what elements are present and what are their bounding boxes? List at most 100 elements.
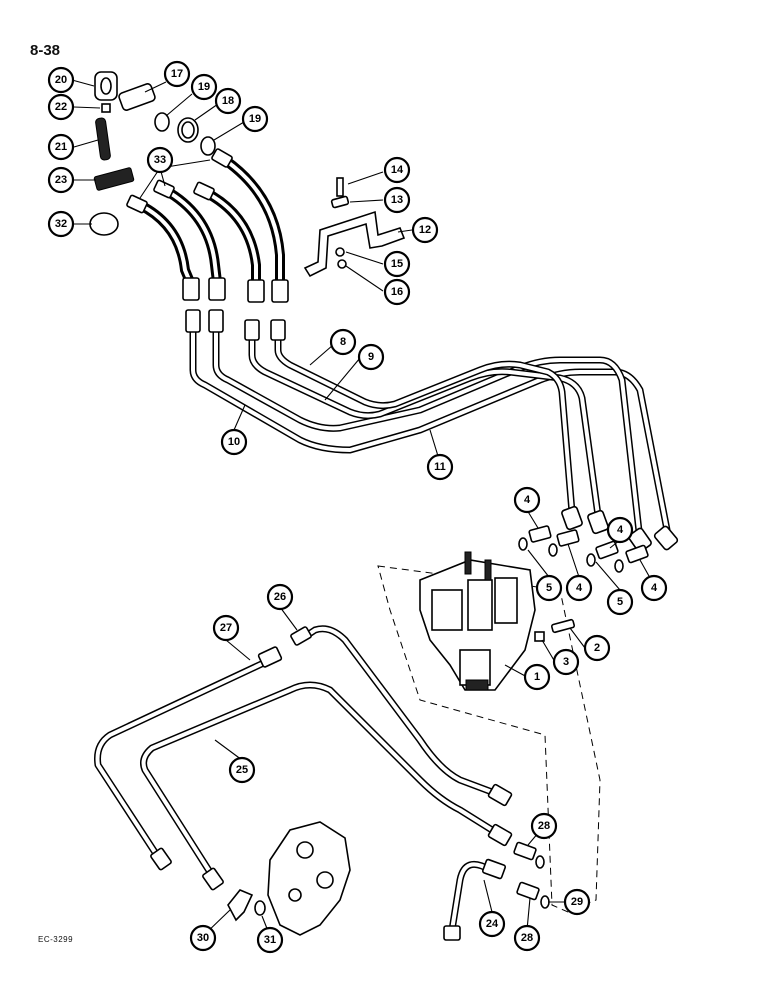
- svg-text:28: 28: [521, 932, 533, 944]
- pump-housing: [227, 821, 351, 936]
- svg-text:14: 14: [391, 164, 404, 176]
- valve-mounting-outline: [377, 565, 601, 913]
- svg-text:15: 15: [391, 258, 403, 270]
- callout-28a: 28: [530, 812, 558, 840]
- svg-text:21: 21: [55, 141, 67, 153]
- svg-text:30: 30: [197, 932, 209, 944]
- ring-31: [254, 900, 266, 916]
- callout-5b: 5: [606, 588, 634, 616]
- svg-text:16: 16: [391, 286, 403, 298]
- callout-32: 32: [47, 210, 75, 238]
- callout-31: 31: [256, 926, 284, 954]
- callout-13: 13: [383, 186, 411, 214]
- nut-16: [337, 259, 347, 269]
- callout-26: 26: [266, 583, 294, 611]
- callout-10: 10: [220, 428, 248, 456]
- svg-text:3: 3: [563, 656, 569, 668]
- callout-3: 3: [552, 648, 580, 676]
- callout-11: 11: [426, 453, 454, 481]
- svg-text:1: 1: [534, 671, 540, 683]
- svg-text:4: 4: [576, 582, 583, 594]
- callout-12: 12: [411, 216, 439, 244]
- callout-22: 22: [47, 93, 75, 121]
- fitting-26: [290, 626, 312, 646]
- callout-4d: 4: [640, 574, 668, 602]
- callout-18: 18: [214, 87, 242, 115]
- callout-27: 27: [212, 614, 240, 642]
- svg-text:26: 26: [274, 591, 286, 603]
- elbow-30: [227, 889, 254, 922]
- valve-fittings: [518, 525, 649, 642]
- callout-25: 25: [228, 756, 256, 784]
- clamp-13: [330, 195, 350, 209]
- svg-text:19: 19: [198, 81, 210, 93]
- cap-32: [89, 212, 119, 236]
- callout-29: 29: [563, 888, 591, 916]
- svg-text:31: 31: [264, 934, 276, 946]
- svg-text:18: 18: [222, 95, 234, 107]
- callout-4c: 4: [606, 516, 634, 544]
- callout-21: 21: [47, 133, 75, 161]
- svg-text:13: 13: [391, 194, 403, 206]
- nut-3: [534, 631, 545, 642]
- callout-4a: 4: [513, 486, 541, 514]
- callout-23: 23: [47, 166, 75, 194]
- svg-text:20: 20: [55, 74, 67, 86]
- svg-text:19: 19: [249, 113, 261, 125]
- svg-text:29: 29: [571, 896, 583, 908]
- svg-text:33: 33: [154, 154, 166, 166]
- callout-30: 30: [189, 924, 217, 952]
- callout-20: 20: [47, 66, 75, 94]
- svg-text:11: 11: [434, 461, 446, 473]
- svg-text:27: 27: [220, 622, 232, 634]
- callout-16: 16: [383, 278, 411, 306]
- bolt-14: [336, 177, 344, 197]
- washer-15: [335, 247, 345, 257]
- svg-text:24: 24: [486, 918, 499, 930]
- callout-24: 24: [478, 910, 506, 938]
- callout-17: 17: [163, 60, 191, 88]
- svg-text:5: 5: [617, 596, 623, 608]
- callout-15: 15: [383, 250, 411, 278]
- leader-lines: [71, 79, 655, 937]
- spring-21: [95, 117, 111, 161]
- coupler-17: [118, 83, 156, 111]
- callout-8: 8: [329, 328, 357, 356]
- svg-text:10: 10: [228, 436, 240, 448]
- bolt-2: [550, 618, 576, 634]
- svg-text:4: 4: [524, 494, 531, 506]
- svg-text:9: 9: [368, 351, 374, 363]
- svg-text:5: 5: [546, 582, 552, 594]
- svg-text:2: 2: [594, 642, 600, 654]
- svg-text:25: 25: [236, 764, 248, 776]
- drawing-code: EC-3299: [38, 935, 74, 944]
- ring-19a: [154, 112, 170, 132]
- part-22: [101, 103, 111, 113]
- callout-14: 14: [383, 156, 411, 184]
- callout-1: 1: [523, 663, 551, 691]
- control-valve: [419, 551, 536, 691]
- callout-33: 33: [146, 146, 174, 174]
- svg-text:4: 4: [651, 582, 658, 594]
- svg-text:12: 12: [419, 224, 431, 236]
- callout-19a: 19: [190, 73, 218, 101]
- callout-28b: 28: [513, 924, 541, 952]
- callout-4b: 4: [565, 574, 593, 602]
- lower-steel-pipes: [94, 625, 550, 941]
- svg-text:32: 32: [55, 218, 67, 230]
- callout-9: 9: [357, 343, 385, 371]
- callout-2: 2: [583, 634, 611, 662]
- pipe-nuts: [185, 309, 679, 553]
- upper-steel-pipes: [189, 321, 672, 544]
- callout-5a: 5: [535, 574, 563, 602]
- page-number: 8-38: [30, 42, 61, 59]
- svg-text:17: 17: [171, 68, 183, 80]
- svg-text:22: 22: [55, 101, 67, 113]
- svg-text:28: 28: [538, 820, 550, 832]
- svg-text:4: 4: [617, 524, 624, 536]
- bracket-23: [93, 167, 135, 191]
- hoses: [126, 148, 289, 303]
- bracket-assembly: [303, 177, 406, 278]
- callout-19b: 19: [241, 105, 269, 133]
